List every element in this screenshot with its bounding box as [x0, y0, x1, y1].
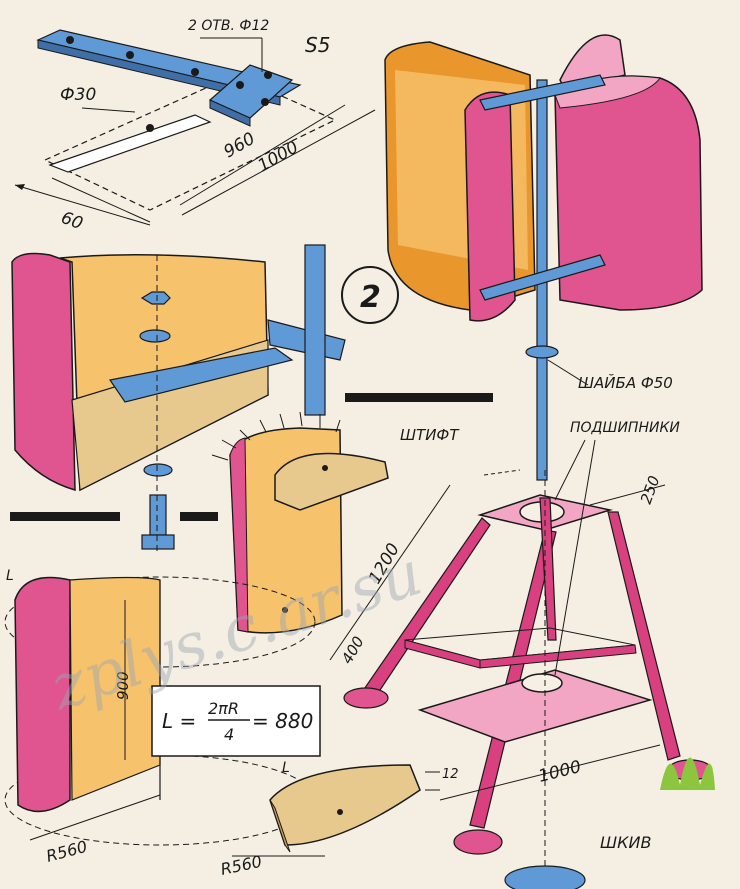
dim-60-label: 60	[58, 208, 85, 234]
pin-label: ШТИФТ	[400, 426, 460, 444]
dim-1000-top-label: 1000	[255, 137, 302, 176]
crossbar-detail	[14, 29, 376, 226]
formula-denominator: 4	[224, 725, 234, 744]
holes-label: 2 ОТВ. Ф12	[188, 18, 269, 34]
dim-30-label: Ф30	[60, 85, 96, 105]
rotor-assembly	[384, 34, 703, 481]
dim-1000-base-label: 1000	[536, 757, 583, 787]
formula-rhs: = 880	[252, 709, 313, 733]
dim-400-label: 400	[338, 633, 368, 667]
thickness-label: S5	[305, 33, 330, 57]
L-bottom-label: L	[282, 760, 290, 776]
figure-number-circle	[341, 266, 399, 324]
stand-frame	[329, 439, 715, 889]
dim-900-label: 900	[114, 671, 132, 700]
r560-left-label: R560	[44, 837, 89, 866]
dim-12-label: 12	[442, 767, 459, 782]
nailed-blade-detail	[211, 411, 389, 634]
formula-box	[151, 685, 321, 757]
half-disk-detail	[232, 764, 440, 857]
washer-label: ШАЙБА Ф50	[578, 373, 673, 392]
formula-lhs: L =	[162, 709, 196, 733]
dim-960-label: 960	[221, 129, 259, 163]
L-left-label: L	[6, 568, 14, 584]
pulley-label: ШКИВ	[600, 833, 651, 852]
blade-template-detail	[4, 576, 316, 846]
figure-number-label: 2	[360, 280, 381, 315]
formula-numerator: 2πR	[208, 699, 239, 718]
r560-bottom-label: R560	[219, 852, 264, 879]
bearings-label: ПОДШИПНИКИ	[570, 420, 680, 436]
dim-250-label: 250	[637, 473, 664, 506]
blade-mount-detail	[10, 244, 493, 555]
